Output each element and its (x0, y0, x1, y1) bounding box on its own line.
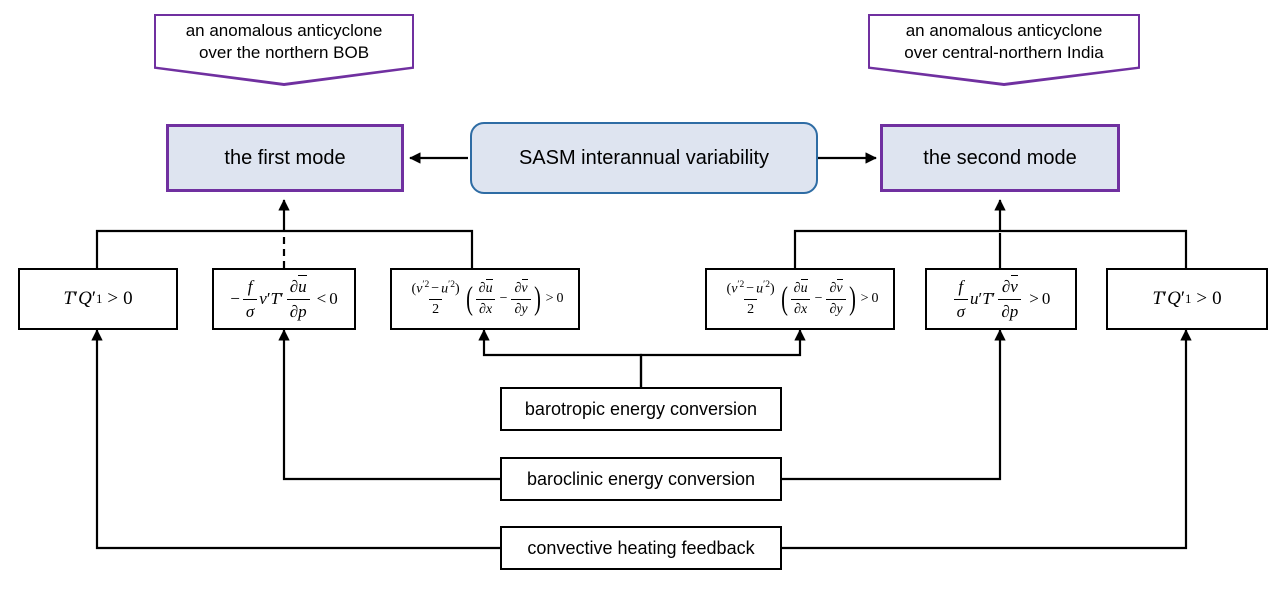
callout-left-fill (156, 16, 412, 83)
formula-t4: (v′2−u′2) 2 ( ∂u ∂x − ∂v ∂y ) >0 (726, 278, 879, 317)
formula-t3: (v′2−u′2) 2 ( ∂u ∂x − ∂v ∂y ) >0 (411, 278, 564, 317)
callout-right-line1: an anomalous anticyclone (905, 21, 1103, 40)
barotropic-box[interactable]: barotropic energy conversion (500, 387, 782, 431)
formula-t6: T′Q′1 >0 (1152, 288, 1222, 310)
second-mode-label: the second mode (923, 146, 1077, 169)
term-box-t1[interactable]: T′Q′1 >0 (18, 268, 178, 330)
barotropic-label: barotropic energy conversion (524, 398, 758, 419)
term-box-t6[interactable]: T′Q′1 >0 (1106, 268, 1268, 330)
callout-right-line2: over central-northern India (904, 43, 1104, 63)
convective-box[interactable]: convective heating feedback (500, 526, 782, 570)
convective-label: convective heating feedback (527, 537, 755, 558)
wire-barotropic-to-t4 (639, 329, 806, 387)
wire-convective-to-t1 (91, 329, 500, 550)
term-box-t4[interactable]: (v′2−u′2) 2 ( ∂u ∂x − ∂v ∂y ) >0 (705, 268, 895, 330)
wire-convective-to-t6 (782, 329, 1192, 550)
callout-right-fill (870, 16, 1138, 83)
callout-left: an anomalous anticyclone over the northe… (154, 14, 414, 86)
sasm-variability-box[interactable]: SASM interannual variability (470, 122, 818, 194)
baroclinic-box[interactable]: baroclinic energy conversion (500, 457, 782, 501)
wire-left-bundle-rail (95, 229, 474, 268)
wire-baroclinic-to-t5 (782, 329, 1006, 481)
callout-left-line2: over the northern BOB (198, 43, 370, 63)
sasm-variability-label: SASM interannual variability (518, 146, 770, 169)
first-mode-label: the first mode (224, 146, 346, 169)
second-mode-box[interactable]: the second mode (880, 124, 1120, 192)
callout-right: an anomalous anticyclone over central-no… (868, 14, 1140, 86)
wire-barotropic-to-t3 (478, 329, 643, 387)
formula-t1: T′Q′1 >0 (63, 288, 133, 310)
first-mode-box[interactable]: the first mode (166, 124, 404, 192)
baroclinic-label: baroclinic energy conversion (526, 468, 756, 489)
wire-right-bundle-rail (793, 229, 1188, 268)
wire-baroclinic-to-t2 (278, 329, 500, 481)
callout-left-line1: an anomalous anticyclone (185, 21, 383, 40)
term-box-t3[interactable]: (v′2−u′2) 2 ( ∂u ∂x − ∂v ∂y ) >0 (390, 268, 580, 330)
